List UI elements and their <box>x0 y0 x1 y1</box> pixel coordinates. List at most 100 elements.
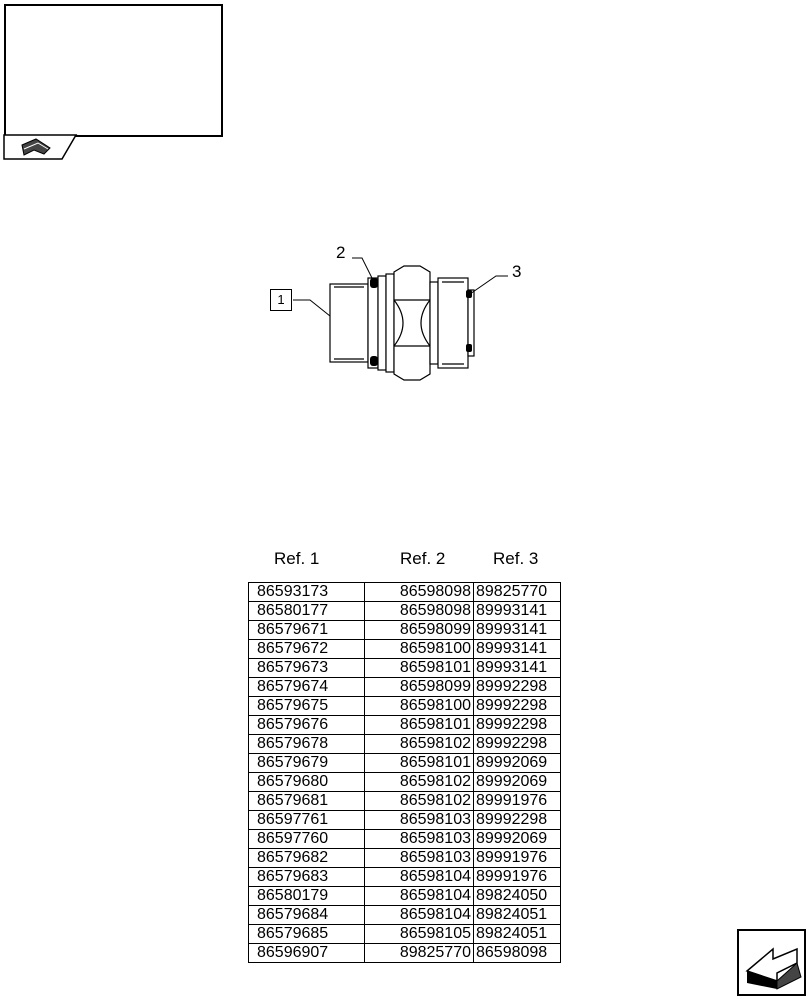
table-cell-ref-1: 86579673 <box>248 658 365 678</box>
table-cell-ref-2: 86598098 <box>364 601 474 621</box>
callout-2: 2 <box>336 243 346 262</box>
next-page-button[interactable] <box>737 929 806 996</box>
table-cell-ref-2: 86598102 <box>364 772 474 792</box>
table-cell-ref-3: 89992298 <box>473 715 561 735</box>
table-cell-ref-1: 86579680 <box>248 772 365 792</box>
table-cell-ref-2: 89825770 <box>364 943 474 963</box>
table-cell-ref-3: 89824051 <box>473 905 561 925</box>
table-cell-ref-2: 86598101 <box>364 658 474 678</box>
table-cell-ref-2: 86598099 <box>364 620 474 640</box>
table-cell-ref-3: 89991976 <box>473 791 561 811</box>
table-cell-ref-1: 86579672 <box>248 639 365 659</box>
header-ref-1: Ref. 1 <box>274 549 320 568</box>
table-cell-ref-3: 89824050 <box>473 886 561 906</box>
seal-ring <box>466 290 472 352</box>
header-frame <box>4 4 223 137</box>
table-cell-ref-2: 86598098 <box>364 582 474 602</box>
header-ref-3: Ref. 3 <box>493 549 539 568</box>
table-cell-ref-1: 86579682 <box>248 848 365 868</box>
table-cell-ref-2: 86598102 <box>364 791 474 811</box>
table-cell-ref-3: 89993141 <box>473 639 561 659</box>
table-cell-ref-1: 86579678 <box>248 734 365 754</box>
callout-3: 3 <box>512 262 522 281</box>
table-cell-ref-2: 86598099 <box>364 677 474 697</box>
leader-line-3 <box>469 275 508 295</box>
table-cell-ref-2: 86598105 <box>364 924 474 944</box>
table-cell-ref-2: 86598104 <box>364 867 474 887</box>
header-ref-2: Ref. 2 <box>400 549 446 568</box>
table-cell-ref-1: 86597760 <box>248 829 365 849</box>
table-cell-ref-2: 86598100 <box>364 639 474 659</box>
callout-1: 1 <box>270 289 292 311</box>
table-cell-ref-3: 89993141 <box>473 620 561 640</box>
table-cell-ref-1: 86579671 <box>248 620 365 640</box>
washer <box>377 275 387 371</box>
table-cell-ref-3: 89992069 <box>473 829 561 849</box>
table-cell-ref-2: 86598104 <box>364 886 474 906</box>
table-cell-ref-1: 86593173 <box>248 582 365 602</box>
table-cell-ref-1: 86596907 <box>248 943 365 963</box>
table-cell-ref-1: 86579679 <box>248 753 365 773</box>
table-cell-ref-3: 89825770 <box>473 582 561 602</box>
hex-nut <box>393 265 431 381</box>
table-cell-ref-3: 86598098 <box>473 943 561 963</box>
hand-pointer-icon <box>21 138 51 156</box>
table-cell-ref-2: 86598100 <box>364 696 474 716</box>
table-cell-ref-2: 86598103 <box>364 810 474 830</box>
table-cell-ref-3: 89992069 <box>473 753 561 773</box>
table-cell-ref-3: 89992298 <box>473 734 561 754</box>
table-cell-ref-1: 86579685 <box>248 924 365 944</box>
table-cell-ref-3: 89993141 <box>473 658 561 678</box>
table-cell-ref-2: 86598102 <box>364 734 474 754</box>
table-cell-ref-3: 89824051 <box>473 924 561 944</box>
o-ring <box>370 278 378 366</box>
table-cell-ref-3: 89991976 <box>473 867 561 887</box>
table-cell-ref-2: 86598103 <box>364 829 474 849</box>
table-cell-ref-1: 86579674 <box>248 677 365 697</box>
table-cell-ref-3: 89992298 <box>473 696 561 716</box>
table-cell-ref-1: 86597761 <box>248 810 365 830</box>
table-cell-ref-2: 86598101 <box>364 753 474 773</box>
next-page-arrow-icon <box>745 947 802 990</box>
table-cell-ref-3: 89992298 <box>473 810 561 830</box>
table-cell-ref-2: 86598103 <box>364 848 474 868</box>
table-cell-ref-1: 86579676 <box>248 715 365 735</box>
table-cell-ref-2: 86598101 <box>364 715 474 735</box>
table-cell-ref-1: 86579681 <box>248 791 365 811</box>
table-cell-ref-1: 86580179 <box>248 886 365 906</box>
table-cell-ref-1: 86579683 <box>248 867 365 887</box>
fitting-diagram <box>293 257 508 381</box>
header-tab <box>3 134 78 160</box>
leader-line-2 <box>352 257 374 281</box>
table-cell-ref-3: 89992298 <box>473 677 561 697</box>
table-cell-ref-3: 89992069 <box>473 772 561 792</box>
table-cell-ref-2: 86598104 <box>364 905 474 925</box>
table-cell-ref-3: 89993141 <box>473 601 561 621</box>
table-cell-ref-1: 86579675 <box>248 696 365 716</box>
table-cell-ref-3: 89991976 <box>473 848 561 868</box>
table-cell-ref-1: 86579684 <box>248 905 365 925</box>
collar <box>367 277 379 369</box>
thread-body <box>329 283 369 363</box>
